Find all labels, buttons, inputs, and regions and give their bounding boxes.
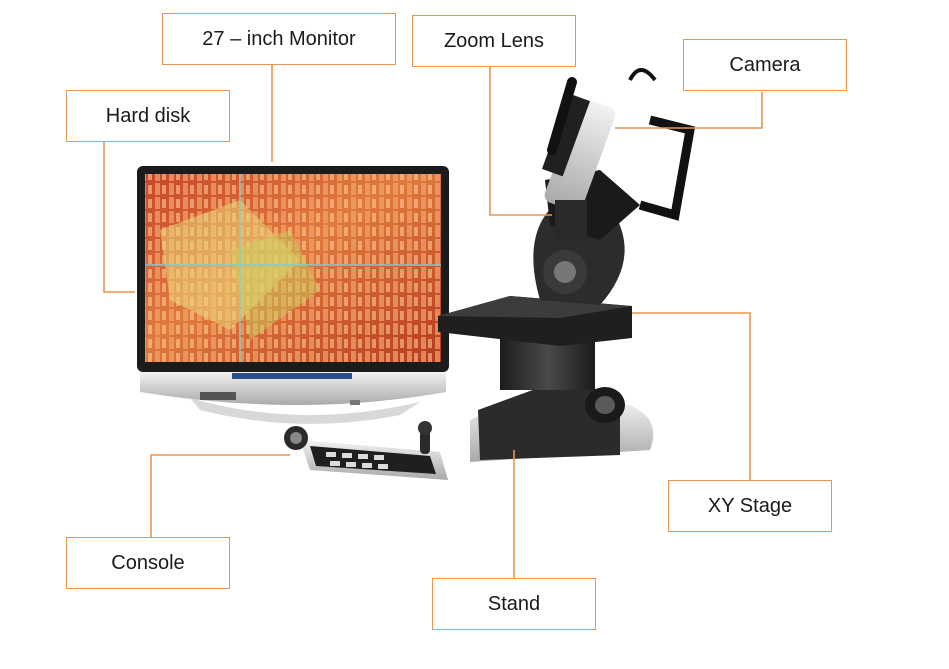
leader-line-zoom-lens bbox=[489, 67, 552, 216]
leader-line-console bbox=[150, 454, 290, 537]
label-camera: Camera bbox=[683, 39, 847, 91]
leader-lines bbox=[103, 63, 763, 578]
label-zoom-lens: Zoom Lens bbox=[412, 15, 576, 67]
label-monitor: 27 – inch Monitor bbox=[162, 13, 396, 65]
leader-line-xy-stage bbox=[632, 312, 751, 480]
label-stand: Stand bbox=[432, 578, 596, 630]
label-hard-disk: Hard disk bbox=[66, 90, 230, 142]
monitor-illustration bbox=[137, 166, 449, 424]
label-xy-stage: XY Stage bbox=[668, 480, 832, 532]
console-illustration bbox=[284, 421, 448, 480]
leader-line-camera bbox=[615, 92, 763, 129]
leader-line-hard-disk bbox=[103, 142, 135, 293]
microscope-stand-illustration bbox=[438, 68, 696, 462]
label-console: Console bbox=[66, 537, 230, 589]
